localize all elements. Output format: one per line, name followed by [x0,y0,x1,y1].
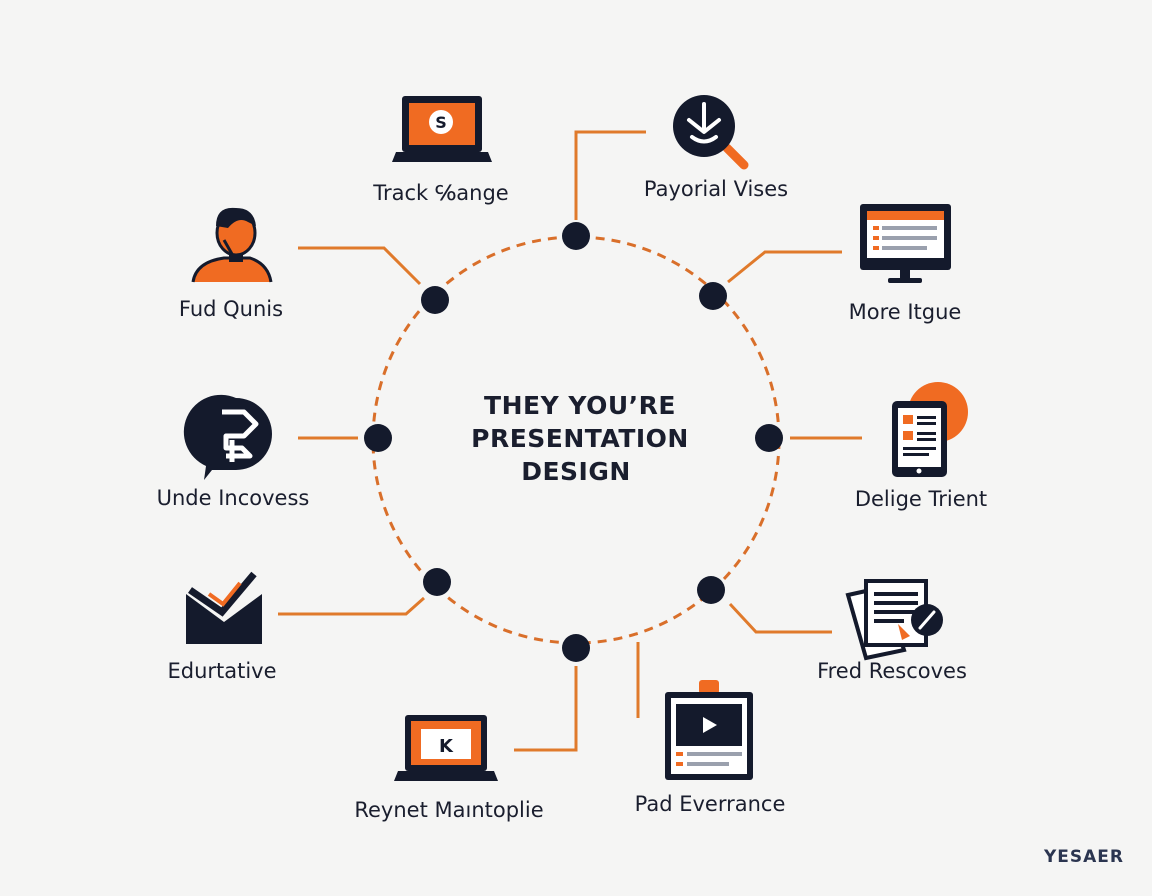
label-pad: Pad Everrance [635,792,786,816]
node-unde[interactable] [364,424,392,452]
node-more[interactable] [699,282,727,310]
connector-edurtative [278,596,425,616]
connector-reynet [514,666,578,752]
label-unde: Unde Incovess [157,486,310,510]
connector-fud [298,246,422,286]
video-board-icon [665,680,753,780]
label-delige: Delige Trient [855,487,987,511]
center-title-line-1: THEY YOU’RE [484,391,676,420]
magnifier-icon [673,95,749,170]
center-title-line-2: PRESENTATION [471,424,689,453]
connector-fred [728,602,832,634]
label-edurtative: Edurtative [167,659,276,683]
laptop-icon: S [392,96,492,162]
node-delige[interactable] [755,424,783,452]
node-reynet[interactable] [562,634,590,662]
labels: Track ℅ange Payorial Vises More Itgue De… [157,177,988,822]
connector-payorial [574,130,646,220]
label-payorial: Payorial Vises [644,177,788,201]
laptop-icon: K [394,715,498,781]
connector-more [727,250,842,284]
brand-logo-text: YESAER [1043,847,1124,867]
connectors [278,130,862,752]
node-edurtative[interactable] [423,568,451,596]
ring-nodes [364,222,783,662]
monitor-icon [860,204,951,283]
node-track[interactable] [562,222,590,250]
label-reynet: Reynet Maıntoplie [354,798,543,822]
person-icon [191,207,273,283]
node-fud[interactable] [421,286,449,314]
laptop-screen-glyph: K [439,736,454,757]
center-title-line-3: DESIGN [521,457,631,486]
label-track: Track ℅ange [372,181,508,205]
tablet-icon [892,382,968,477]
envelope-icon [186,571,262,644]
label-fred: Fred Rescoves [817,659,967,683]
documents-icon [845,579,943,661]
label-fud: Fud Qunis [179,297,283,321]
chat-bubble-icon [183,394,272,480]
node-fred[interactable] [697,576,725,604]
label-more: More Itgue [849,300,962,324]
laptop-screen-glyph: S [435,113,447,132]
